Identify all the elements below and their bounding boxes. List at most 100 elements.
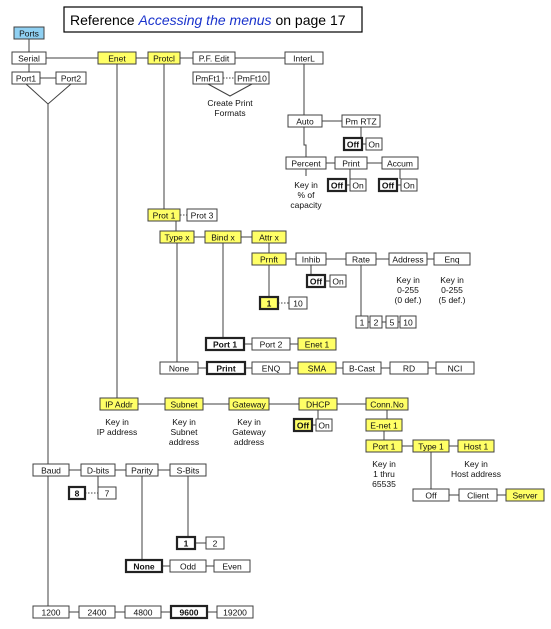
menu-box-pmft1[interactable]: PmFt1 xyxy=(192,71,224,85)
menu-box-b19200[interactable]: 19200 xyxy=(216,605,254,619)
menu-box-frame xyxy=(213,559,251,573)
menu-box-r1[interactable]: 1 xyxy=(355,315,369,329)
menu-box-client[interactable]: Client xyxy=(458,488,498,502)
menu-box-pfedit[interactable]: P.F. Edit xyxy=(192,51,236,65)
menu-box-off-print[interactable]: Off xyxy=(326,177,348,193)
menu-box-on-print[interactable]: On xyxy=(349,178,367,192)
menu-box-r5[interactable]: 5 xyxy=(385,315,399,329)
menu-box-frame xyxy=(388,252,428,266)
menu-box-sbits[interactable]: S-Bits xyxy=(169,463,207,477)
menu-box-sma[interactable]: SMA xyxy=(297,361,337,375)
menu-box-connno[interactable]: Conn.No xyxy=(365,397,409,411)
menu-box-bindx[interactable]: Bind x xyxy=(204,230,242,244)
menu-box-prot1[interactable]: Prot 1 xyxy=(147,208,181,222)
menu-box-p-even[interactable]: Even xyxy=(213,559,251,573)
menu-box-nci[interactable]: NCI xyxy=(435,361,475,375)
menu-box-label: None xyxy=(169,364,190,374)
menu-box-server[interactable]: Server xyxy=(505,488,545,502)
menu-box-frame xyxy=(32,605,70,619)
menu-box-protcl[interactable]: Protcl xyxy=(147,51,181,65)
menu-box-frame xyxy=(192,51,236,65)
menu-box-pmft10[interactable]: PmFt10 xyxy=(234,71,270,85)
menu-box-enet[interactable]: Enet xyxy=(97,51,137,65)
menu-box-frame xyxy=(234,71,270,85)
menu-box-b2400[interactable]: 2400 xyxy=(78,605,116,619)
menu-box-frame xyxy=(204,230,242,244)
menu-box-label: On xyxy=(332,277,344,287)
menu-box-prnft[interactable]: Prnft xyxy=(251,252,287,266)
menu-box-p-odd[interactable]: Odd xyxy=(169,559,207,573)
menu-box-b1200[interactable]: 1200 xyxy=(32,605,70,619)
menu-box-port1[interactable]: Port1 xyxy=(11,71,41,85)
menu-box-b4800[interactable]: 4800 xyxy=(124,605,162,619)
menu-box-frame xyxy=(169,604,209,620)
menu-box-ports[interactable]: Ports xyxy=(13,26,45,40)
menu-box-baud[interactable]: Baud xyxy=(32,463,70,477)
menu-box-bport1[interactable]: Port 1 xyxy=(204,336,246,352)
menu-box-cport1[interactable]: Port 1 xyxy=(365,439,403,453)
menu-box-subnet[interactable]: Subnet xyxy=(164,397,204,411)
menu-box-enet1c[interactable]: E-net 1 xyxy=(365,418,403,432)
menu-box-print-il[interactable]: Print xyxy=(334,156,368,170)
menu-box-label: Baud xyxy=(41,466,61,476)
menu-box-none-t[interactable]: None xyxy=(159,361,199,375)
menu-box-b9600[interactable]: 9600 xyxy=(169,604,209,620)
menu-box-rate[interactable]: Rate xyxy=(345,252,377,266)
menu-box-off-accum[interactable]: Off xyxy=(377,177,399,193)
menu-box-r2[interactable]: 2 xyxy=(369,315,383,329)
menu-box-off-dhcp[interactable]: Off xyxy=(292,417,314,433)
menu-box-ten[interactable]: 10 xyxy=(288,296,308,310)
menu-box-p-none[interactable]: None xyxy=(124,558,164,574)
menu-box-label: Off xyxy=(297,421,309,431)
menu-box-parity[interactable]: Parity xyxy=(125,463,159,477)
menu-box-one[interactable]: 1 xyxy=(258,295,280,311)
menu-box-ctype1[interactable]: Type 1 xyxy=(412,439,450,453)
menu-box-bport2[interactable]: Port 2 xyxy=(251,337,291,351)
menu-box-enq-t[interactable]: ENQ xyxy=(251,361,291,375)
menu-box-frame xyxy=(55,71,87,85)
menu-box-accum[interactable]: Accum xyxy=(381,156,419,170)
menu-box-address[interactable]: Address xyxy=(388,252,428,266)
menu-box-frame xyxy=(97,486,117,500)
menu-box-attrx[interactable]: Attr x xyxy=(251,230,287,244)
menu-box-label: 19200 xyxy=(223,608,247,618)
menu-box-s1[interactable]: 1 xyxy=(175,535,197,551)
menu-box-interl[interactable]: InterL xyxy=(284,51,324,65)
menu-box-frame xyxy=(400,178,418,192)
menu-box-prot3[interactable]: Prot 3 xyxy=(186,208,218,222)
menu-box-off-rtz[interactable]: Off xyxy=(342,136,364,152)
menu-box-d8[interactable]: 8 xyxy=(67,485,87,501)
menu-box-benet1[interactable]: Enet 1 xyxy=(297,337,337,351)
menu-box-host1[interactable]: Host 1 xyxy=(457,439,495,453)
menu-box-inhib[interactable]: Inhib xyxy=(295,252,327,266)
menu-box-label: B-Cast xyxy=(349,364,376,374)
menu-box-gateway[interactable]: Gateway xyxy=(228,397,270,411)
menu-box-off-inhib[interactable]: Off xyxy=(305,273,327,289)
menu-box-print-t[interactable]: Print xyxy=(205,360,247,376)
menu-box-bcast[interactable]: B-Cast xyxy=(342,361,382,375)
menu-box-on-accum[interactable]: On xyxy=(400,178,418,192)
menu-box-auto[interactable]: Auto xyxy=(287,114,323,128)
menu-box-coff[interactable]: Off xyxy=(412,488,450,502)
menu-box-typex[interactable]: Type x xyxy=(159,230,195,244)
menu-box-dbits[interactable]: D-bits xyxy=(80,463,116,477)
menu-box-frame xyxy=(147,208,181,222)
menu-box-d7[interactable]: 7 xyxy=(97,486,117,500)
menu-box-pmrtz[interactable]: Pm RTZ xyxy=(341,114,381,128)
menu-box-ipaddr[interactable]: IP Addr xyxy=(99,397,139,411)
menu-box-enq[interactable]: Enq xyxy=(433,252,471,266)
menu-box-rd[interactable]: RD xyxy=(389,361,429,375)
menu-box-serial[interactable]: Serial xyxy=(11,51,47,65)
menu-box-label: Prnft xyxy=(260,255,279,265)
menu-box-on-rtz[interactable]: On xyxy=(365,137,383,151)
menu-box-on-inhib[interactable]: On xyxy=(329,274,347,288)
menu-box-percent[interactable]: Percent xyxy=(285,156,327,170)
menu-box-s2[interactable]: 2 xyxy=(205,536,225,550)
menu-box-on-dhcp[interactable]: On xyxy=(315,418,333,432)
menu-box-dhcp[interactable]: DHCP xyxy=(298,397,338,411)
menu-box-frame xyxy=(287,114,323,128)
menu-box-frame xyxy=(334,156,368,170)
menu-box-port2[interactable]: Port2 xyxy=(55,71,87,85)
menu-box-r10[interactable]: 10 xyxy=(399,315,417,329)
reference-link[interactable]: Accessing the menus xyxy=(137,12,271,28)
